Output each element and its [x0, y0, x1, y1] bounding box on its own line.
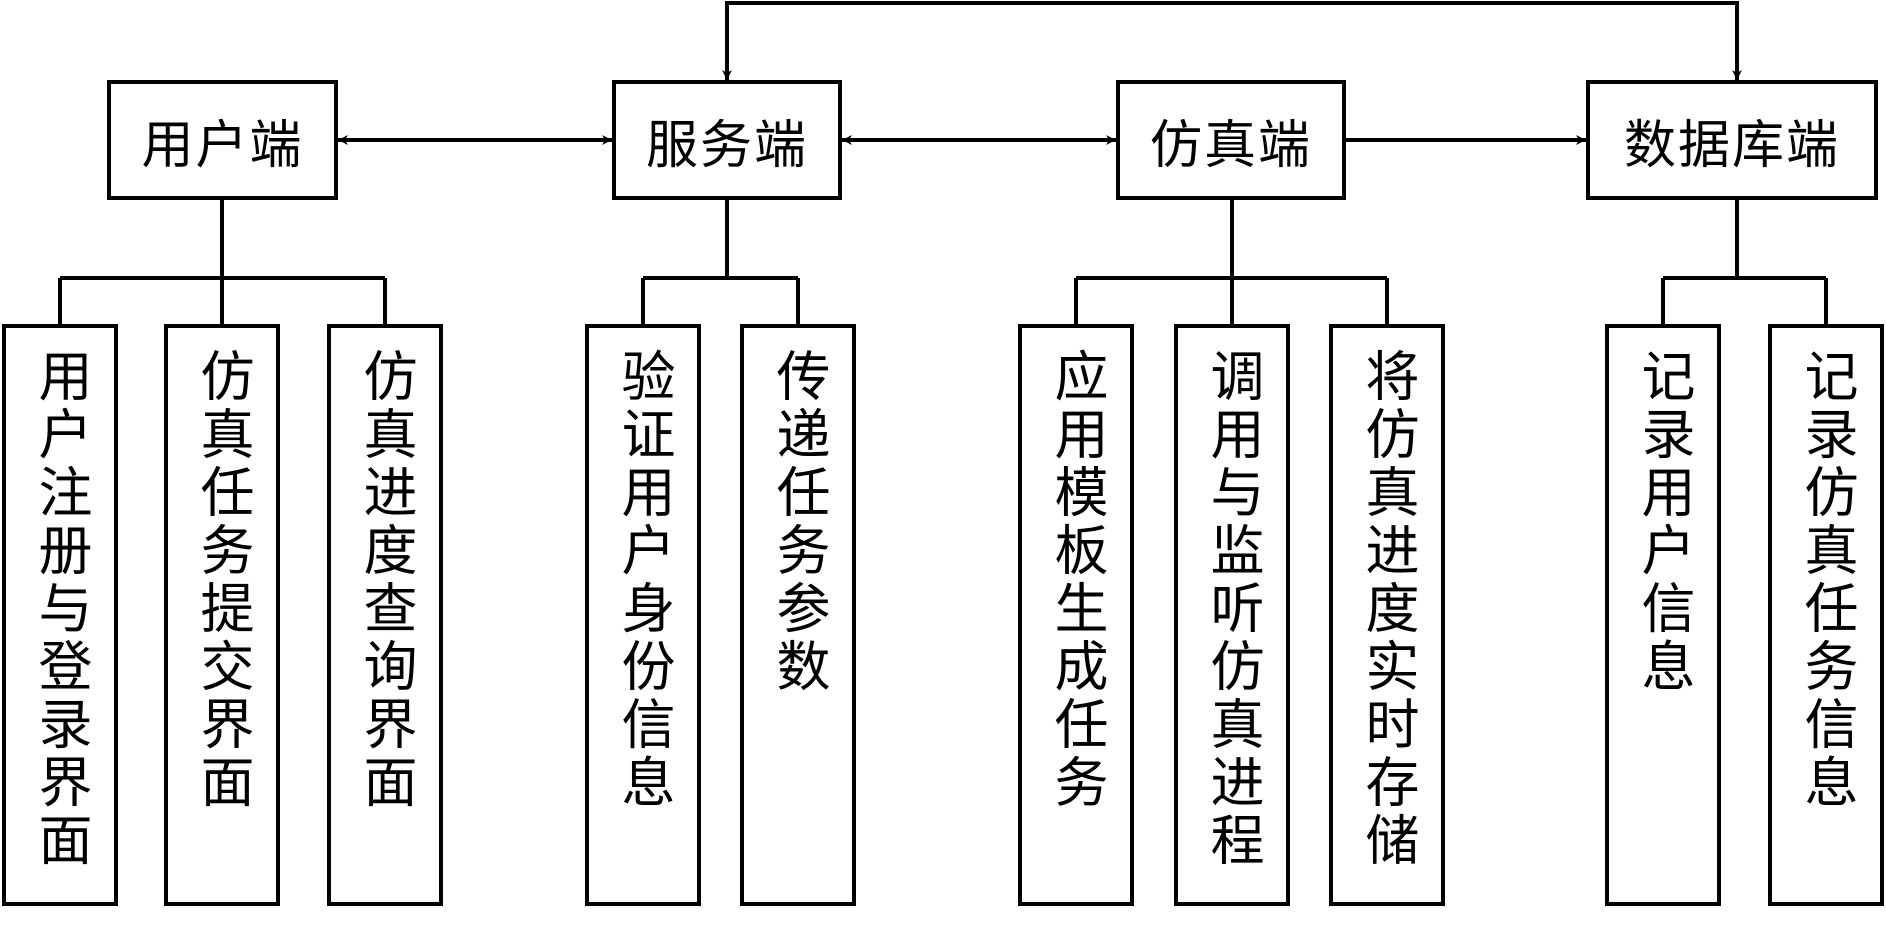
child-user-2-label: 仿真任务提交界面	[191, 348, 254, 812]
child-server-1: 验证用户身份信息	[585, 324, 701, 906]
child-sim-2-label: 调用与监听仿真进程	[1201, 348, 1264, 870]
node-db: 数据库端	[1586, 80, 1878, 200]
edge-server-db	[722, 1, 1742, 80]
node-sim-label: 仿真端	[1149, 115, 1312, 176]
node-server: 服务端	[612, 80, 842, 200]
child-sim-1-label: 应用模板生成任务	[1045, 348, 1108, 812]
child-server-2: 传递任务参数	[740, 324, 856, 906]
child-user-1-label: 用户注册与登录界面	[29, 348, 92, 870]
child-sim-2: 调用与监听仿真进程	[1174, 324, 1290, 906]
node-user-label: 用户端	[141, 115, 304, 176]
child-sim-3: 将仿真进度实时存储	[1329, 324, 1445, 906]
child-db-2: 记录仿真任务信息	[1768, 324, 1884, 906]
node-user: 用户端	[107, 80, 338, 200]
child-sim-1: 应用模板生成任务	[1018, 324, 1134, 906]
child-sim-3-label: 将仿真进度实时存储	[1356, 348, 1419, 870]
child-db-1-label: 记录用户信息	[1632, 348, 1695, 696]
child-user-1: 用户注册与登录界面	[2, 324, 118, 906]
child-user-3-label: 仿真进度查询界面	[354, 348, 417, 812]
child-user-2: 仿真任务提交界面	[164, 324, 280, 906]
node-db-label: 数据库端	[1623, 115, 1840, 176]
child-server-2-label: 传递任务参数	[767, 348, 830, 696]
child-db-1: 记录用户信息	[1605, 324, 1721, 906]
node-server-label: 服务端	[645, 115, 808, 176]
child-db-2-label: 记录仿真任务信息	[1795, 348, 1858, 812]
child-user-3: 仿真进度查询界面	[327, 324, 443, 906]
child-server-1-label: 验证用户身份信息	[612, 348, 675, 812]
node-sim: 仿真端	[1116, 80, 1346, 200]
